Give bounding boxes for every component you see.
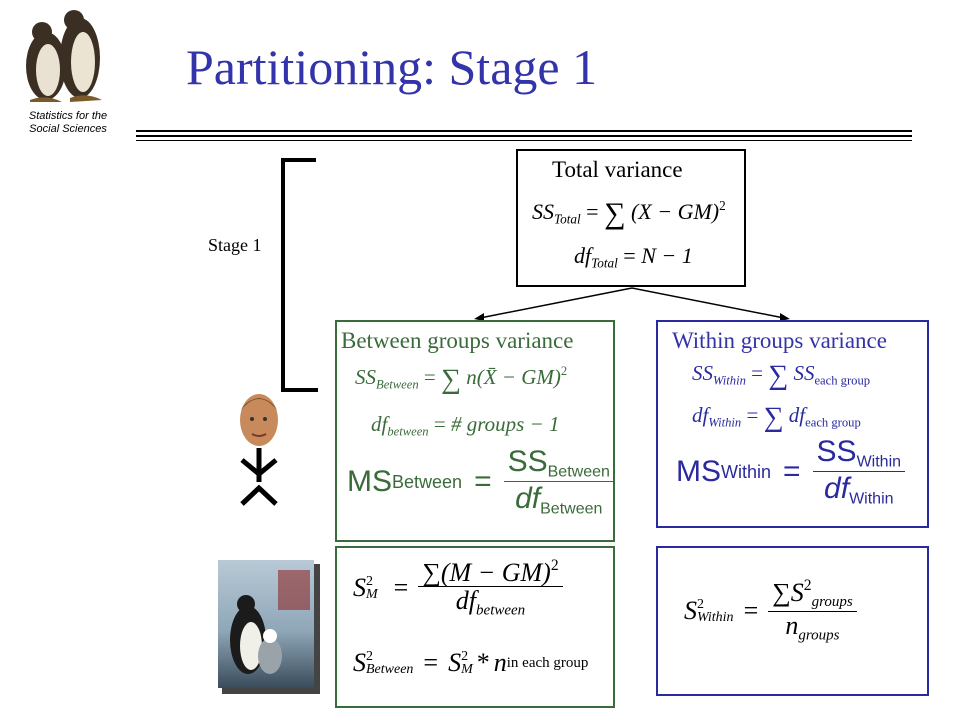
page-title: Partitioning: Stage 1 xyxy=(186,39,598,95)
between-groups-title: Between groups variance xyxy=(341,328,574,353)
sm-den: df xyxy=(455,586,477,616)
sw-lhs-sub: Within xyxy=(697,609,734,625)
between-groups-box: Between groups variance SSBetween = ∑ n(… xyxy=(335,320,615,542)
sb-rhs-sub: M xyxy=(461,662,473,677)
sum-icon: ∑ xyxy=(763,402,784,433)
df-within-formula: dfWithin = ∑ dfeach group xyxy=(692,402,861,433)
df-within-rhs: df xyxy=(788,403,806,427)
ms-between-lhs: MS xyxy=(347,465,392,499)
sm-den-sub: between xyxy=(476,602,526,619)
ms-between-fraction: SSBetween dfBetween xyxy=(503,445,614,519)
logo xyxy=(10,6,120,106)
arrow-to-between xyxy=(479,287,633,319)
df-between-rhs: # groups − 1 xyxy=(450,412,560,436)
sb-n: n xyxy=(493,648,507,677)
ms-between-lhs-sub: Between xyxy=(392,471,463,492)
sw-den: n xyxy=(785,610,799,640)
ss-within-lhs: SS xyxy=(692,361,713,385)
sum-icon: ∑ xyxy=(604,197,626,230)
ss-between-n: n xyxy=(466,365,477,389)
ms-within-den-sub: Within xyxy=(849,490,894,508)
ms-within-lhs-sub: Within xyxy=(721,461,772,482)
df-total-rhs: N − 1 xyxy=(641,243,693,268)
ms-between-num-sub: Between xyxy=(547,463,610,481)
ms-between-num: SS xyxy=(507,445,548,478)
ss-within-rhs-sub: each group xyxy=(814,373,871,388)
df-total-lhs-sub: Total xyxy=(591,255,618,271)
sm-lhs: S xyxy=(353,573,366,603)
sw-lhs: S xyxy=(684,595,697,625)
df-total-formula: dfTotal = N − 1 xyxy=(574,243,693,271)
df-between-lhs-sub: between xyxy=(387,424,429,439)
within-groups-title: Within groups variance xyxy=(672,328,887,353)
arrow-to-within xyxy=(631,287,785,319)
ss-within-formula: SSWithin = ∑ SSeach group xyxy=(692,360,871,391)
ss-between-rhs: (X̄ − GM) xyxy=(476,365,561,389)
sw-num-sub: groups xyxy=(811,594,853,611)
penguins-cover-icon xyxy=(230,570,310,674)
sw-num: ∑S xyxy=(772,577,804,607)
sm-num: ∑(M − GM) xyxy=(422,557,551,587)
person-icon xyxy=(240,394,278,506)
sm-fraction: ∑(M − GM)2 dfbetween xyxy=(418,557,563,619)
sum-icon: ∑ xyxy=(768,360,789,391)
ms-within-num: SS xyxy=(816,435,857,468)
title-rule-1 xyxy=(136,130,912,132)
ms-within-den: df xyxy=(824,472,850,506)
sw-fraction: ∑S2groups ngroups xyxy=(768,577,857,644)
total-variance-box: Total variance SSTotal = ∑ (X − GM)2 dfT… xyxy=(516,149,746,287)
ss-between-lhs-sub: Between xyxy=(376,377,419,392)
ss-total-rhs: (X − GM) xyxy=(630,199,720,224)
ss-between-formula: SSBetween = ∑ n(X̄ − GM)2 xyxy=(355,364,568,395)
sb-lhs-sub: Between xyxy=(366,662,414,677)
sb-rhs: S xyxy=(448,648,462,677)
split-arrows xyxy=(474,287,790,321)
sb-n-sub: in each group xyxy=(506,654,589,671)
sb-lhs: S xyxy=(353,648,366,677)
df-within-lhs-sub: Within xyxy=(708,415,742,430)
sw-den-sub: groups xyxy=(798,627,840,644)
ms-within-lhs: MS xyxy=(676,455,721,489)
df-within-rhs-sub: each group xyxy=(805,415,861,430)
arrowhead-within-icon xyxy=(780,313,790,321)
ms-between-den: df xyxy=(515,482,541,516)
logo-caption-line2: Social Sciences xyxy=(29,123,107,135)
stage-label: Stage 1 xyxy=(208,235,262,255)
ss-total-lhs: SS xyxy=(532,199,554,224)
penguins-logo-icon xyxy=(26,10,102,102)
df-total-lhs: df xyxy=(574,243,592,268)
df-between-lhs: df xyxy=(371,412,388,436)
within-groups-box: Within groups variance SSWithin = ∑ SSea… xyxy=(656,320,929,528)
logo-caption: Statistics for the Social Sciences xyxy=(8,110,128,136)
logo-caption-line1: Statistics for the xyxy=(28,110,108,122)
ms-between-den-sub: Between xyxy=(540,500,603,518)
ss-total-lhs-sub: Total xyxy=(554,211,581,227)
title-rule-2 xyxy=(136,135,912,137)
ss-within-rhs: SS xyxy=(793,361,815,385)
stick-figure xyxy=(232,392,286,512)
df-within-lhs: df xyxy=(692,403,709,427)
book-cover-image xyxy=(218,560,322,694)
df-between-formula: dfbetween = # groups − 1 xyxy=(371,412,560,439)
ms-within-num-sub: Within xyxy=(856,453,902,471)
stage-bracket xyxy=(281,158,318,392)
sum-icon: ∑ xyxy=(441,364,461,395)
ms-within-fraction: SSWithin dfWithin xyxy=(812,435,906,509)
ss-between-lhs: SS xyxy=(355,365,376,389)
total-variance-title: Total variance xyxy=(552,157,683,182)
arrowhead-between-icon xyxy=(474,313,484,321)
sm-lhs-sub: M xyxy=(366,587,378,603)
title-rule-3 xyxy=(136,140,912,141)
ss-total-formula: SSTotal = ∑ (X − GM)2 xyxy=(532,197,726,230)
ss-within-lhs-sub: Within xyxy=(713,373,746,388)
